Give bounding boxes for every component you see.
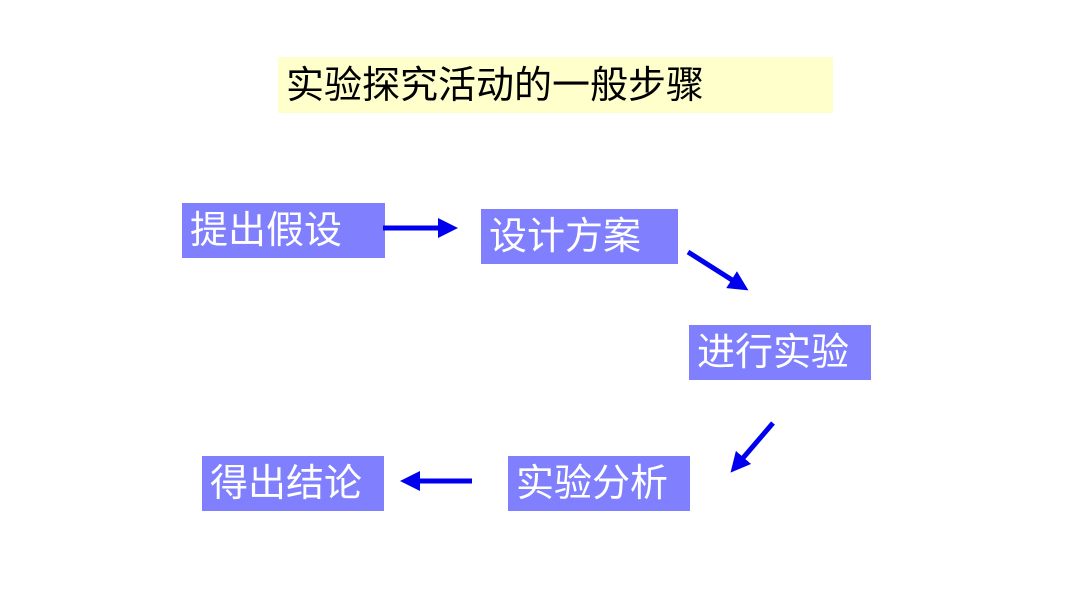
step-propose-hypothesis: 提出假设 bbox=[182, 203, 385, 258]
slide-title: 实验探究活动的一般步骤 bbox=[278, 57, 833, 113]
step-draw-conclusion: 得出结论 bbox=[202, 456, 384, 511]
arrow-down-left-icon bbox=[730, 421, 775, 473]
step-conduct-experiment: 进行实验 bbox=[689, 325, 871, 380]
step-design-plan: 设计方案 bbox=[481, 209, 678, 264]
step-analyze-experiment: 实验分析 bbox=[508, 456, 690, 511]
arrow-down-right-icon bbox=[686, 249, 749, 291]
